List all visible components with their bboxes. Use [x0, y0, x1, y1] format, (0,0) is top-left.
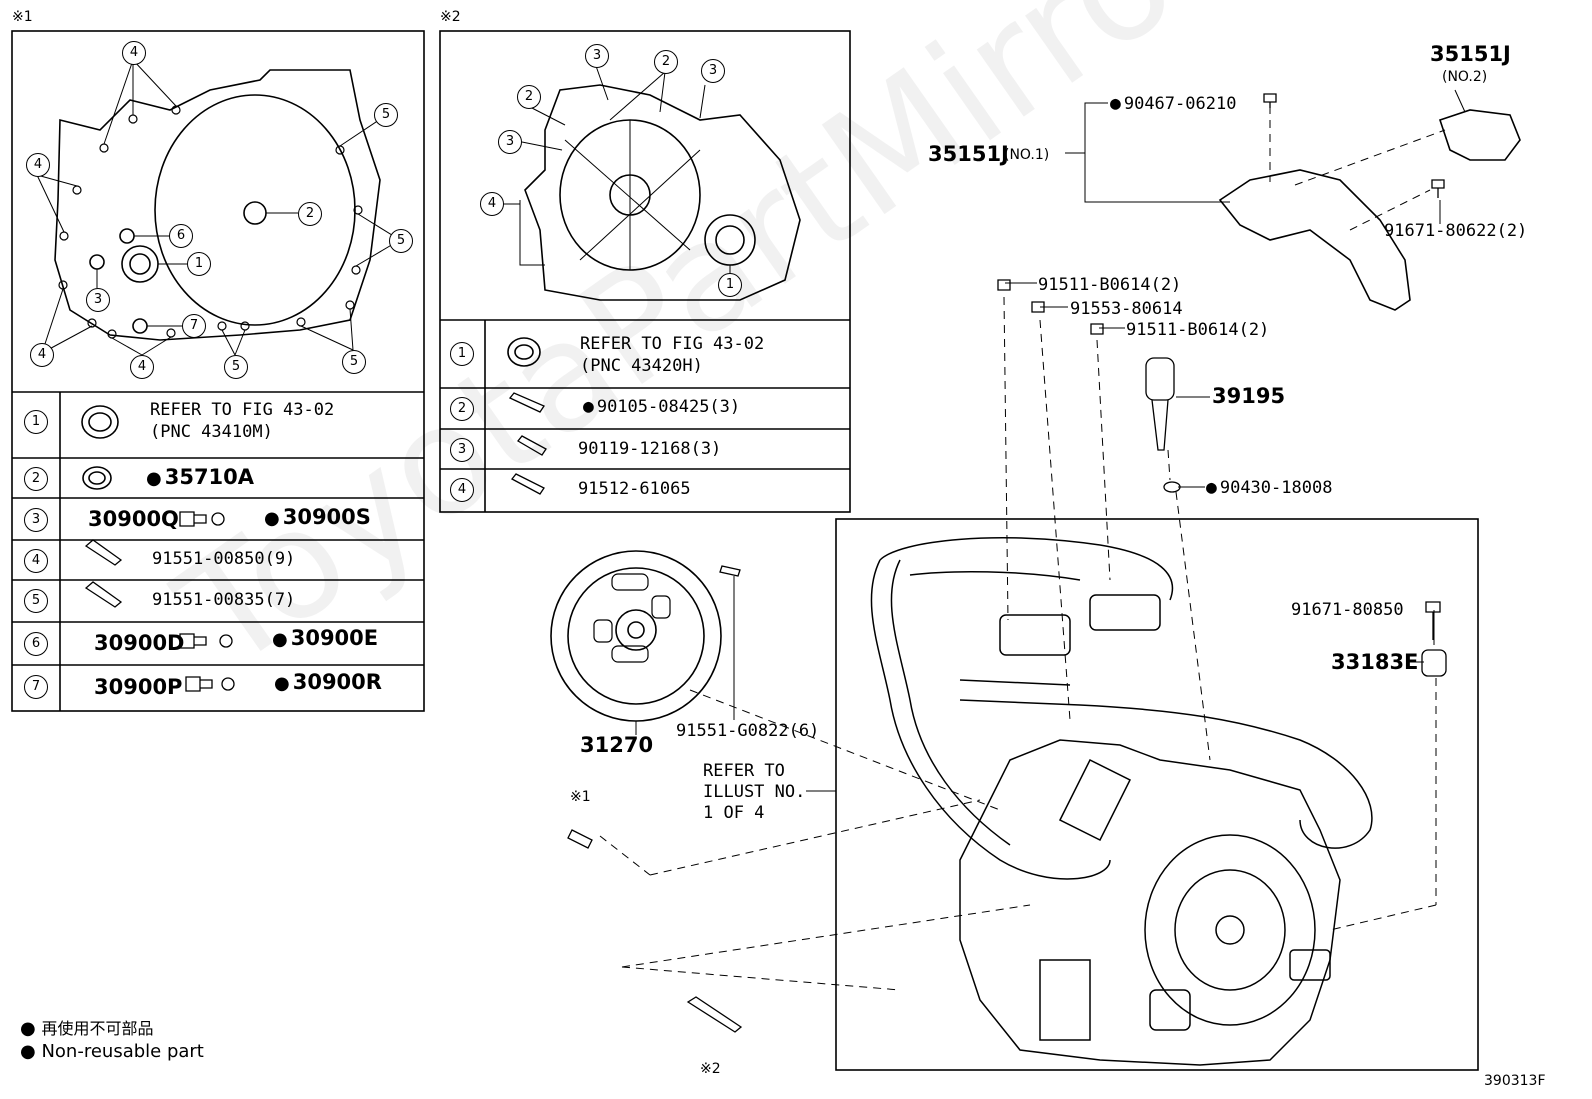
- row-num: 2: [24, 467, 48, 491]
- part-number: 30900E: [272, 628, 378, 649]
- callout-2: 2: [298, 202, 322, 226]
- part-number: 91551-00835(7): [152, 590, 296, 610]
- callout-3: 3: [585, 44, 609, 68]
- row-num: 3: [450, 438, 474, 462]
- callout-7: 7: [182, 314, 206, 338]
- row-text: REFER TO FIG 43-02: [150, 400, 335, 420]
- callout-39195: 39195: [1212, 384, 1286, 408]
- callout-3: 3: [498, 130, 522, 154]
- row-num: 1: [24, 410, 48, 434]
- callout-4: 4: [130, 355, 154, 379]
- callout-4: 4: [30, 343, 54, 367]
- callout-5: 5: [342, 350, 366, 374]
- callout-91511-a: 91511-B0614(2): [1038, 275, 1182, 295]
- row-num: 4: [450, 478, 474, 502]
- legend-dot-icon: ●: [20, 1018, 36, 1039]
- part-number: 30900R: [274, 672, 382, 693]
- legend-item: ● 再使用不可部品: [20, 1015, 153, 1039]
- part-number: 91551-00850(9): [152, 549, 296, 569]
- callout-1: 1: [718, 273, 742, 297]
- part-number: 35710A: [146, 467, 254, 488]
- callout-5: 5: [374, 103, 398, 127]
- row-num: 7: [24, 675, 48, 699]
- part-number: 90105-08425(3): [583, 398, 740, 416]
- callout-5: 5: [389, 229, 413, 253]
- part-number: 30900D: [94, 631, 185, 655]
- ref-bolt-2: ※2: [700, 1061, 721, 1077]
- part-number: 30900S: [264, 507, 371, 528]
- callout-91671-622: 91671-80622(2): [1384, 221, 1528, 241]
- callout-2: 2: [654, 50, 678, 74]
- legend-item: ● Non-reusable part: [20, 1041, 204, 1062]
- part-number: 91512-61065: [578, 479, 691, 499]
- figure-code: 390313F: [1484, 1073, 1546, 1089]
- refer-text-3: 1 OF 4: [703, 803, 765, 823]
- ref-bolt-1: ※1: [570, 789, 591, 805]
- row-num: 5: [24, 589, 48, 613]
- callout-90467: 90467-06210: [1110, 95, 1237, 113]
- row-text2: (PNC 43410M): [150, 422, 273, 442]
- row-num: 6: [24, 632, 48, 656]
- callout-33183e: 33183E: [1331, 650, 1419, 674]
- row-num: 1: [450, 342, 474, 366]
- part-number: 30900P: [94, 675, 183, 699]
- callout-91511-b: 91511-B0614(2): [1126, 320, 1270, 340]
- part-number: 90119-12168(3): [578, 439, 722, 459]
- callout-6: 6: [169, 224, 193, 248]
- callout-4: 4: [122, 41, 146, 65]
- callout-35151j-no2: 35151J: [1430, 42, 1511, 66]
- row-num: 3: [24, 508, 48, 532]
- callout-3: 3: [701, 59, 725, 83]
- panel2-ref: ※2: [440, 9, 461, 25]
- refer-text-2: ILLUST NO.: [703, 782, 806, 802]
- row-text2: (PNC 43420H): [580, 356, 703, 376]
- callout-no2: (NO.2): [1442, 69, 1488, 85]
- callout-4: 4: [480, 192, 504, 216]
- callout-91671-850: 91671-80850: [1291, 600, 1404, 620]
- callout-2: 2: [517, 85, 541, 109]
- legend-text: 再使用不可部品: [41, 1019, 154, 1038]
- panel1-ref: ※1: [12, 9, 33, 25]
- legend-text: Non-reusable part: [41, 1041, 204, 1062]
- part-number: 30900Q: [88, 507, 179, 531]
- callout-5: 5: [224, 355, 248, 379]
- refer-text-1: REFER TO: [703, 761, 785, 781]
- callout-31270: 31270: [580, 733, 654, 757]
- callout-90430: 90430-18008: [1206, 479, 1333, 497]
- callout-1: 1: [187, 252, 211, 276]
- row-num: 4: [24, 549, 48, 573]
- row-text: REFER TO FIG 43-02: [580, 334, 765, 354]
- callout-4: 4: [26, 153, 50, 177]
- legend-dot-icon: ●: [20, 1041, 36, 1062]
- callout-3: 3: [86, 288, 110, 312]
- callout-35151j-no1: 35151J: [928, 142, 1009, 166]
- row-num: 2: [450, 397, 474, 421]
- callout-no1: (NO.1): [1004, 147, 1050, 163]
- callout-91553: 91553-80614: [1070, 299, 1183, 319]
- callout-91551-g0822: 91551-G0822(6): [676, 721, 820, 741]
